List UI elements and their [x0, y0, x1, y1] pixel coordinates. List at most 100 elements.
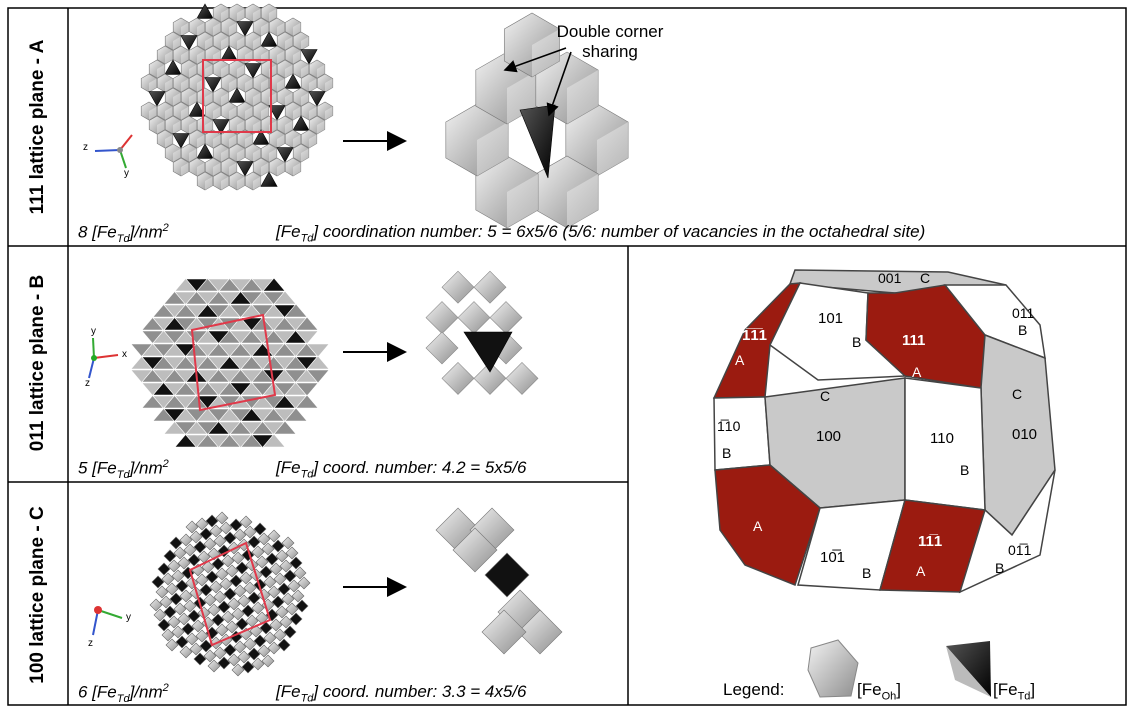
checker-oh	[195, 517, 209, 531]
oh-facet	[181, 50, 189, 64]
annotation-line1: Double corner	[556, 22, 664, 41]
oh-facet	[567, 173, 599, 228]
oh-facet	[261, 78, 269, 92]
checker-oh	[219, 521, 233, 535]
checker-td	[217, 656, 231, 670]
oh-facet	[285, 36, 293, 50]
detail-octahedron	[441, 270, 475, 304]
oh-facet	[477, 122, 509, 176]
oh-facet	[189, 148, 197, 162]
checker-oh	[209, 580, 223, 594]
tiling-triangle	[295, 382, 319, 397]
oh-facet	[189, 64, 197, 78]
ring-octahedron	[503, 12, 561, 78]
checker-td	[247, 647, 261, 661]
oh-facet	[309, 78, 317, 92]
row-a-label: 111 lattice plane - A	[27, 39, 48, 215]
checker-td	[247, 535, 261, 549]
axis-label-x-b: x	[122, 349, 127, 360]
td-tetrahedron	[260, 31, 278, 47]
oh-facet	[245, 78, 253, 92]
face-label-010: 010	[1012, 426, 1038, 443]
checker-oh	[243, 637, 257, 651]
checker-oh	[233, 640, 247, 654]
checker-td	[247, 591, 261, 605]
oh-octahedron	[188, 129, 206, 149]
oh-facet	[269, 8, 277, 22]
oh-octahedron	[236, 73, 254, 93]
oh-facet	[285, 120, 293, 134]
checker-oh	[173, 546, 187, 560]
oh-facet	[317, 64, 325, 78]
oh-octahedron	[172, 101, 190, 121]
checker-oh	[287, 579, 301, 593]
oh-facet	[301, 64, 309, 78]
double-corner-arrows	[503, 47, 572, 117]
oh-facet	[229, 134, 237, 148]
checker-td	[265, 552, 279, 566]
oh-facet	[277, 162, 285, 176]
oh-facet	[229, 78, 237, 92]
checker-oh	[221, 610, 235, 624]
oh-facet	[181, 78, 189, 92]
checker-oh	[261, 542, 275, 556]
td-tetrahedron	[244, 63, 262, 79]
checker-oh	[201, 560, 215, 574]
oh-octahedron	[156, 129, 174, 149]
oh-facet	[205, 92, 213, 106]
oh-facet	[237, 8, 245, 22]
face-type-10m1: B	[862, 565, 872, 581]
oh-facet	[189, 120, 197, 134]
checker-oh	[219, 577, 233, 591]
checker-oh	[297, 576, 311, 590]
checker-oh	[227, 597, 241, 611]
structure-100-cluster	[149, 511, 311, 677]
checker-oh	[251, 601, 265, 615]
checker-oh	[171, 569, 185, 583]
oh-octahedron	[180, 143, 198, 163]
checker-oh	[189, 530, 203, 544]
face-A-left	[714, 464, 821, 586]
checker-oh	[251, 657, 265, 671]
td-tetrahedron	[148, 91, 166, 107]
annotation-line2: sharing	[582, 42, 638, 61]
checker-oh	[291, 589, 305, 603]
checker-oh	[165, 582, 179, 596]
checker-oh	[173, 602, 187, 616]
detail-111-ring	[445, 12, 629, 229]
oh-facet	[277, 22, 285, 36]
checker-oh	[261, 654, 275, 668]
checker-oh	[155, 585, 169, 599]
face-type-110: B	[960, 462, 970, 478]
oh-facet	[213, 162, 221, 176]
tiling-triangle	[273, 290, 297, 305]
td-tetrahedron	[188, 101, 206, 117]
oh-octahedron	[212, 31, 230, 51]
checker-oh	[225, 620, 239, 634]
checker-td	[283, 625, 297, 639]
checker-oh	[221, 554, 235, 568]
detail-octahedron	[473, 361, 507, 395]
tiling-triangle	[295, 330, 319, 345]
detail-c-tetrahedron	[484, 552, 530, 598]
oh-octahedron	[220, 73, 238, 93]
checker-oh	[183, 543, 197, 557]
checker-oh	[161, 628, 175, 642]
oh-octahedron	[260, 143, 278, 163]
checker-oh	[257, 532, 271, 546]
tiling-triangle	[273, 420, 297, 435]
oh-facet	[293, 162, 301, 176]
oh-facet	[221, 36, 229, 50]
face-type-011: B	[1018, 322, 1028, 338]
oh-octahedron	[284, 157, 302, 177]
checker-oh	[165, 638, 179, 652]
checker-td	[271, 595, 285, 609]
oh-facet	[237, 176, 245, 190]
checker-td	[175, 579, 189, 593]
oh-facet	[325, 106, 333, 120]
checker-td	[157, 562, 171, 576]
checker-oh	[161, 572, 175, 586]
checker-td	[193, 540, 207, 554]
oh-facet	[157, 120, 165, 134]
